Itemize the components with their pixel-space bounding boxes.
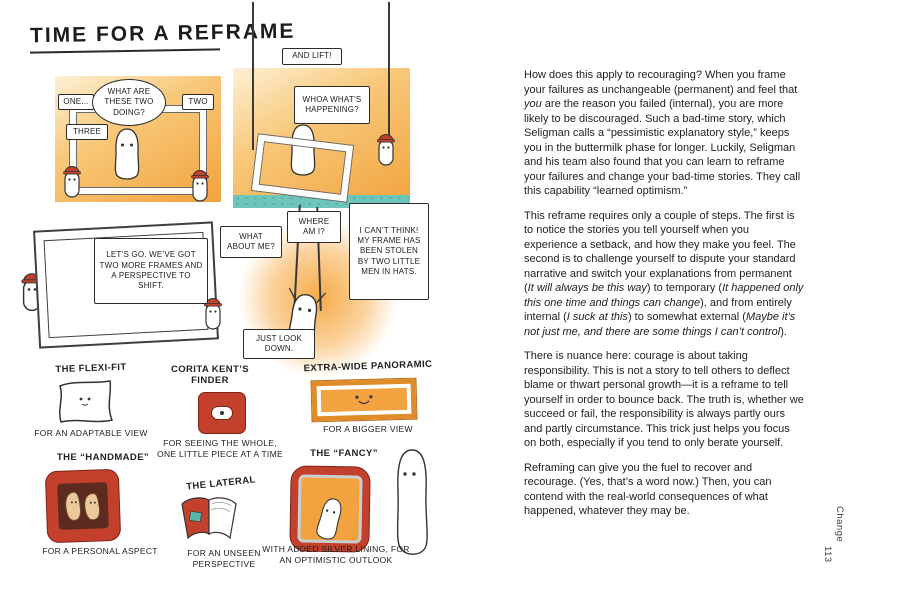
flexi-fit-frame-illustration xyxy=(58,380,114,423)
rope-left xyxy=(252,2,254,150)
catalog-caption-lateral: FOR AN UNSEEN PERSPECTIVE xyxy=(187,548,261,570)
peeking-eye xyxy=(220,411,224,415)
reclining-figure xyxy=(316,498,342,540)
ghost-character xyxy=(114,128,140,180)
silver-lining xyxy=(297,474,363,544)
tall-ghost-character xyxy=(396,449,428,555)
catalog-caption-handmade: FOR A PERSONAL ASPECT xyxy=(42,546,158,556)
comic-title: TIME FOR A REFRAME xyxy=(29,19,296,48)
catalog-caption-fancy: WITH ADDED SILVER LINING, FOR AN OPTIMIS… xyxy=(262,544,410,566)
catalog-caption-panoramic: FOR A BIGGER VIEW xyxy=(323,424,413,434)
paragraph-2: This reframe requires only a couple of s… xyxy=(524,209,804,338)
worker-character-right xyxy=(191,170,209,202)
catalog-name-lateral: THE LATERAL xyxy=(185,474,257,493)
lateral-book-illustration xyxy=(181,497,237,540)
handmade-inner xyxy=(57,482,109,530)
catalog-name-fancy: THE “FANCY” xyxy=(310,448,378,459)
worker-character-left xyxy=(63,166,81,198)
comic-panel-2 xyxy=(233,68,410,208)
catalog-name-flexi-fit: THE FLEXI-FIT xyxy=(55,361,127,376)
rope-right xyxy=(388,2,390,160)
panoramic-inner xyxy=(320,387,408,413)
paragraph-3: There is nuance here: courage is about t… xyxy=(524,350,804,450)
paragraph-4: Reframing can give you the fuel to recov… xyxy=(524,461,772,518)
catalog-name-handmade: THE “HANDMADE” xyxy=(56,452,150,463)
ghost-character-lifted xyxy=(290,124,316,176)
fancy-frame-illustration xyxy=(289,465,371,553)
speech-bubble-where-am-i: WHERE AM I? xyxy=(287,211,341,243)
speech-bubble-what-about-me: WHAT ABOUT ME? xyxy=(220,226,282,258)
handmade-frame-illustration xyxy=(44,468,122,544)
panoramic-frame-illustration xyxy=(311,378,417,422)
speech-bubble-three: THREE xyxy=(66,124,108,140)
worker-character-pulling xyxy=(377,134,395,166)
paragraph-1: How does this apply to recouraging? When… xyxy=(524,69,801,198)
speech-bubble-look-down: JUST LOOK DOWN. xyxy=(243,329,315,359)
page-number: 113 xyxy=(822,546,833,563)
speech-bubble-whoa: WHOA WHAT’S HAPPENING? xyxy=(294,86,370,124)
speech-bubble-cant-think: I CAN’T THINK! MY FRAME HAS BEEN STOLEN … xyxy=(349,203,429,300)
potato-figures xyxy=(65,491,101,521)
panoramic-face xyxy=(355,395,373,405)
catalog-name-corita-finder: CORITA KENT’S FINDER xyxy=(170,364,250,386)
title-underline xyxy=(29,48,221,54)
worker-character-corner xyxy=(204,298,222,330)
catalog-caption-flexi-fit: FOR AN ADAPTABLE VIEW xyxy=(34,428,148,438)
chapter-marker: Change xyxy=(834,506,845,543)
speech-bubble-what-doing: WHAT ARE THESE TWO DOING? xyxy=(92,79,166,126)
speech-bubble-one: ONE... xyxy=(58,94,94,110)
speech-bubble-lets-go: LET’S GO. WE’VE GOT TWO MORE FRAMES AND … xyxy=(94,238,208,304)
speech-bubble-and-lift: AND LIFT! xyxy=(282,48,342,65)
body-text-column: How does this apply to recouraging? When… xyxy=(524,68,804,529)
finder-slot xyxy=(211,406,233,420)
catalog-caption-corita-finder: FOR SEEING THE WHOLE, ONE LITTLE PIECE A… xyxy=(157,438,283,460)
corita-finder-illustration xyxy=(198,392,246,434)
speech-bubble-two: TWO xyxy=(182,94,214,110)
picture-frame-lifted xyxy=(251,134,354,202)
